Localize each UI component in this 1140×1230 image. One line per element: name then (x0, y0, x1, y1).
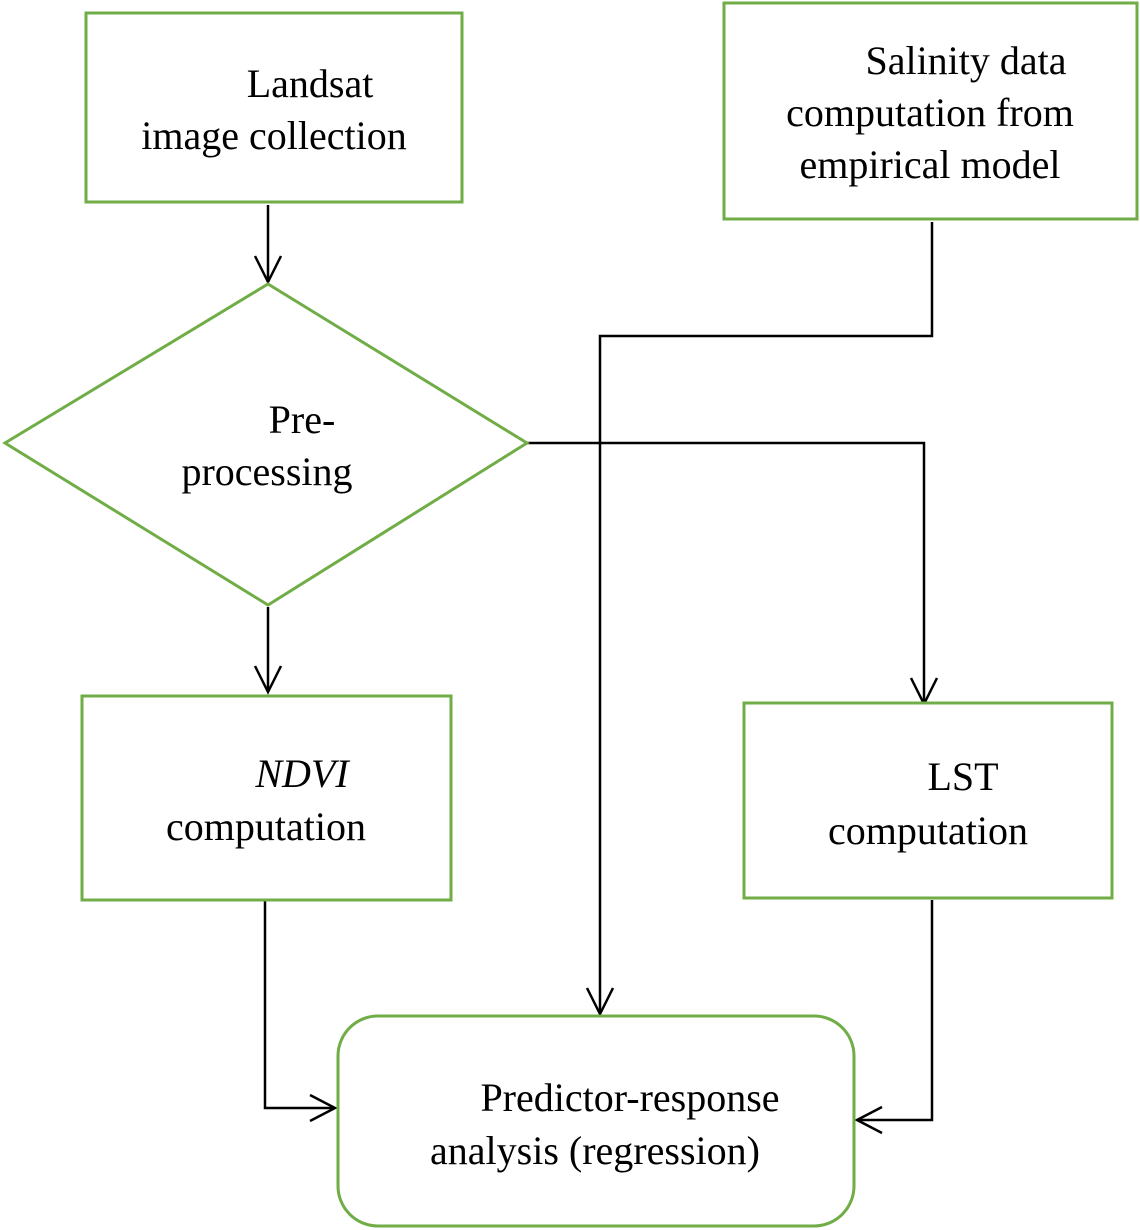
node-lst-label-line-2: computation (828, 808, 1028, 853)
node-lst-box (742, 701, 1114, 900)
connector-lst-to-regression (857, 900, 934, 1122)
node-salinity-label-line-2: computation from (786, 90, 1074, 135)
node-ndvi-box (80, 694, 453, 902)
node-ndvi-label-line-2: computation (166, 804, 366, 849)
connector-ndvi-to-regression (263, 897, 335, 1110)
arrowhead-down-icon (585, 987, 615, 1017)
node-salinity-label-line-3: empirical model (799, 142, 1060, 187)
node-lst-computation: LST computation (742, 701, 1114, 900)
arrowhead-right-icon (309, 1093, 338, 1123)
connector-preprocessing-to-lst (527, 441, 926, 704)
connector-salinity-to-regression (598, 222, 934, 1014)
node-landsat-image-collection: Landsat image collection (84, 11, 464, 204)
node-landsat-label-line-2: image collection (141, 113, 406, 158)
node-regression-label-line-2: analysis (regression) (430, 1128, 760, 1173)
node-preprocessing-label-line-2: processing (181, 449, 352, 494)
connectors (253, 205, 939, 1135)
node-salinity-box (722, 1, 1139, 221)
node-salinity-data-computation: Salinity data computation from empirical… (722, 1, 1139, 221)
node-preprocessing-label-line-1: Pre- (269, 397, 336, 442)
node-landsat-box (84, 11, 464, 204)
arrowhead-left-icon (854, 1105, 883, 1135)
arrowhead-down-icon (253, 255, 283, 285)
node-preprocessing-decision: Pre- processing (2, 282, 530, 607)
node-predictor-response-analysis: Predictor-response analysis (regression) (336, 1014, 856, 1228)
node-ndvi-label-line-1: NDVI (254, 751, 350, 796)
node-preprocessing-diamond (2, 282, 530, 607)
node-regression-box (336, 1014, 856, 1228)
node-landsat-label-line-1: Landsat (247, 61, 374, 106)
node-salinity-label-line-1: Salinity data (865, 38, 1066, 83)
node-ndvi-computation: NDVI computation (80, 694, 453, 902)
node-regression-label-line-1: Predictor-response (480, 1075, 779, 1120)
arrowhead-down-icon (253, 665, 283, 695)
node-lst-label-line-1: LST (927, 754, 998, 799)
